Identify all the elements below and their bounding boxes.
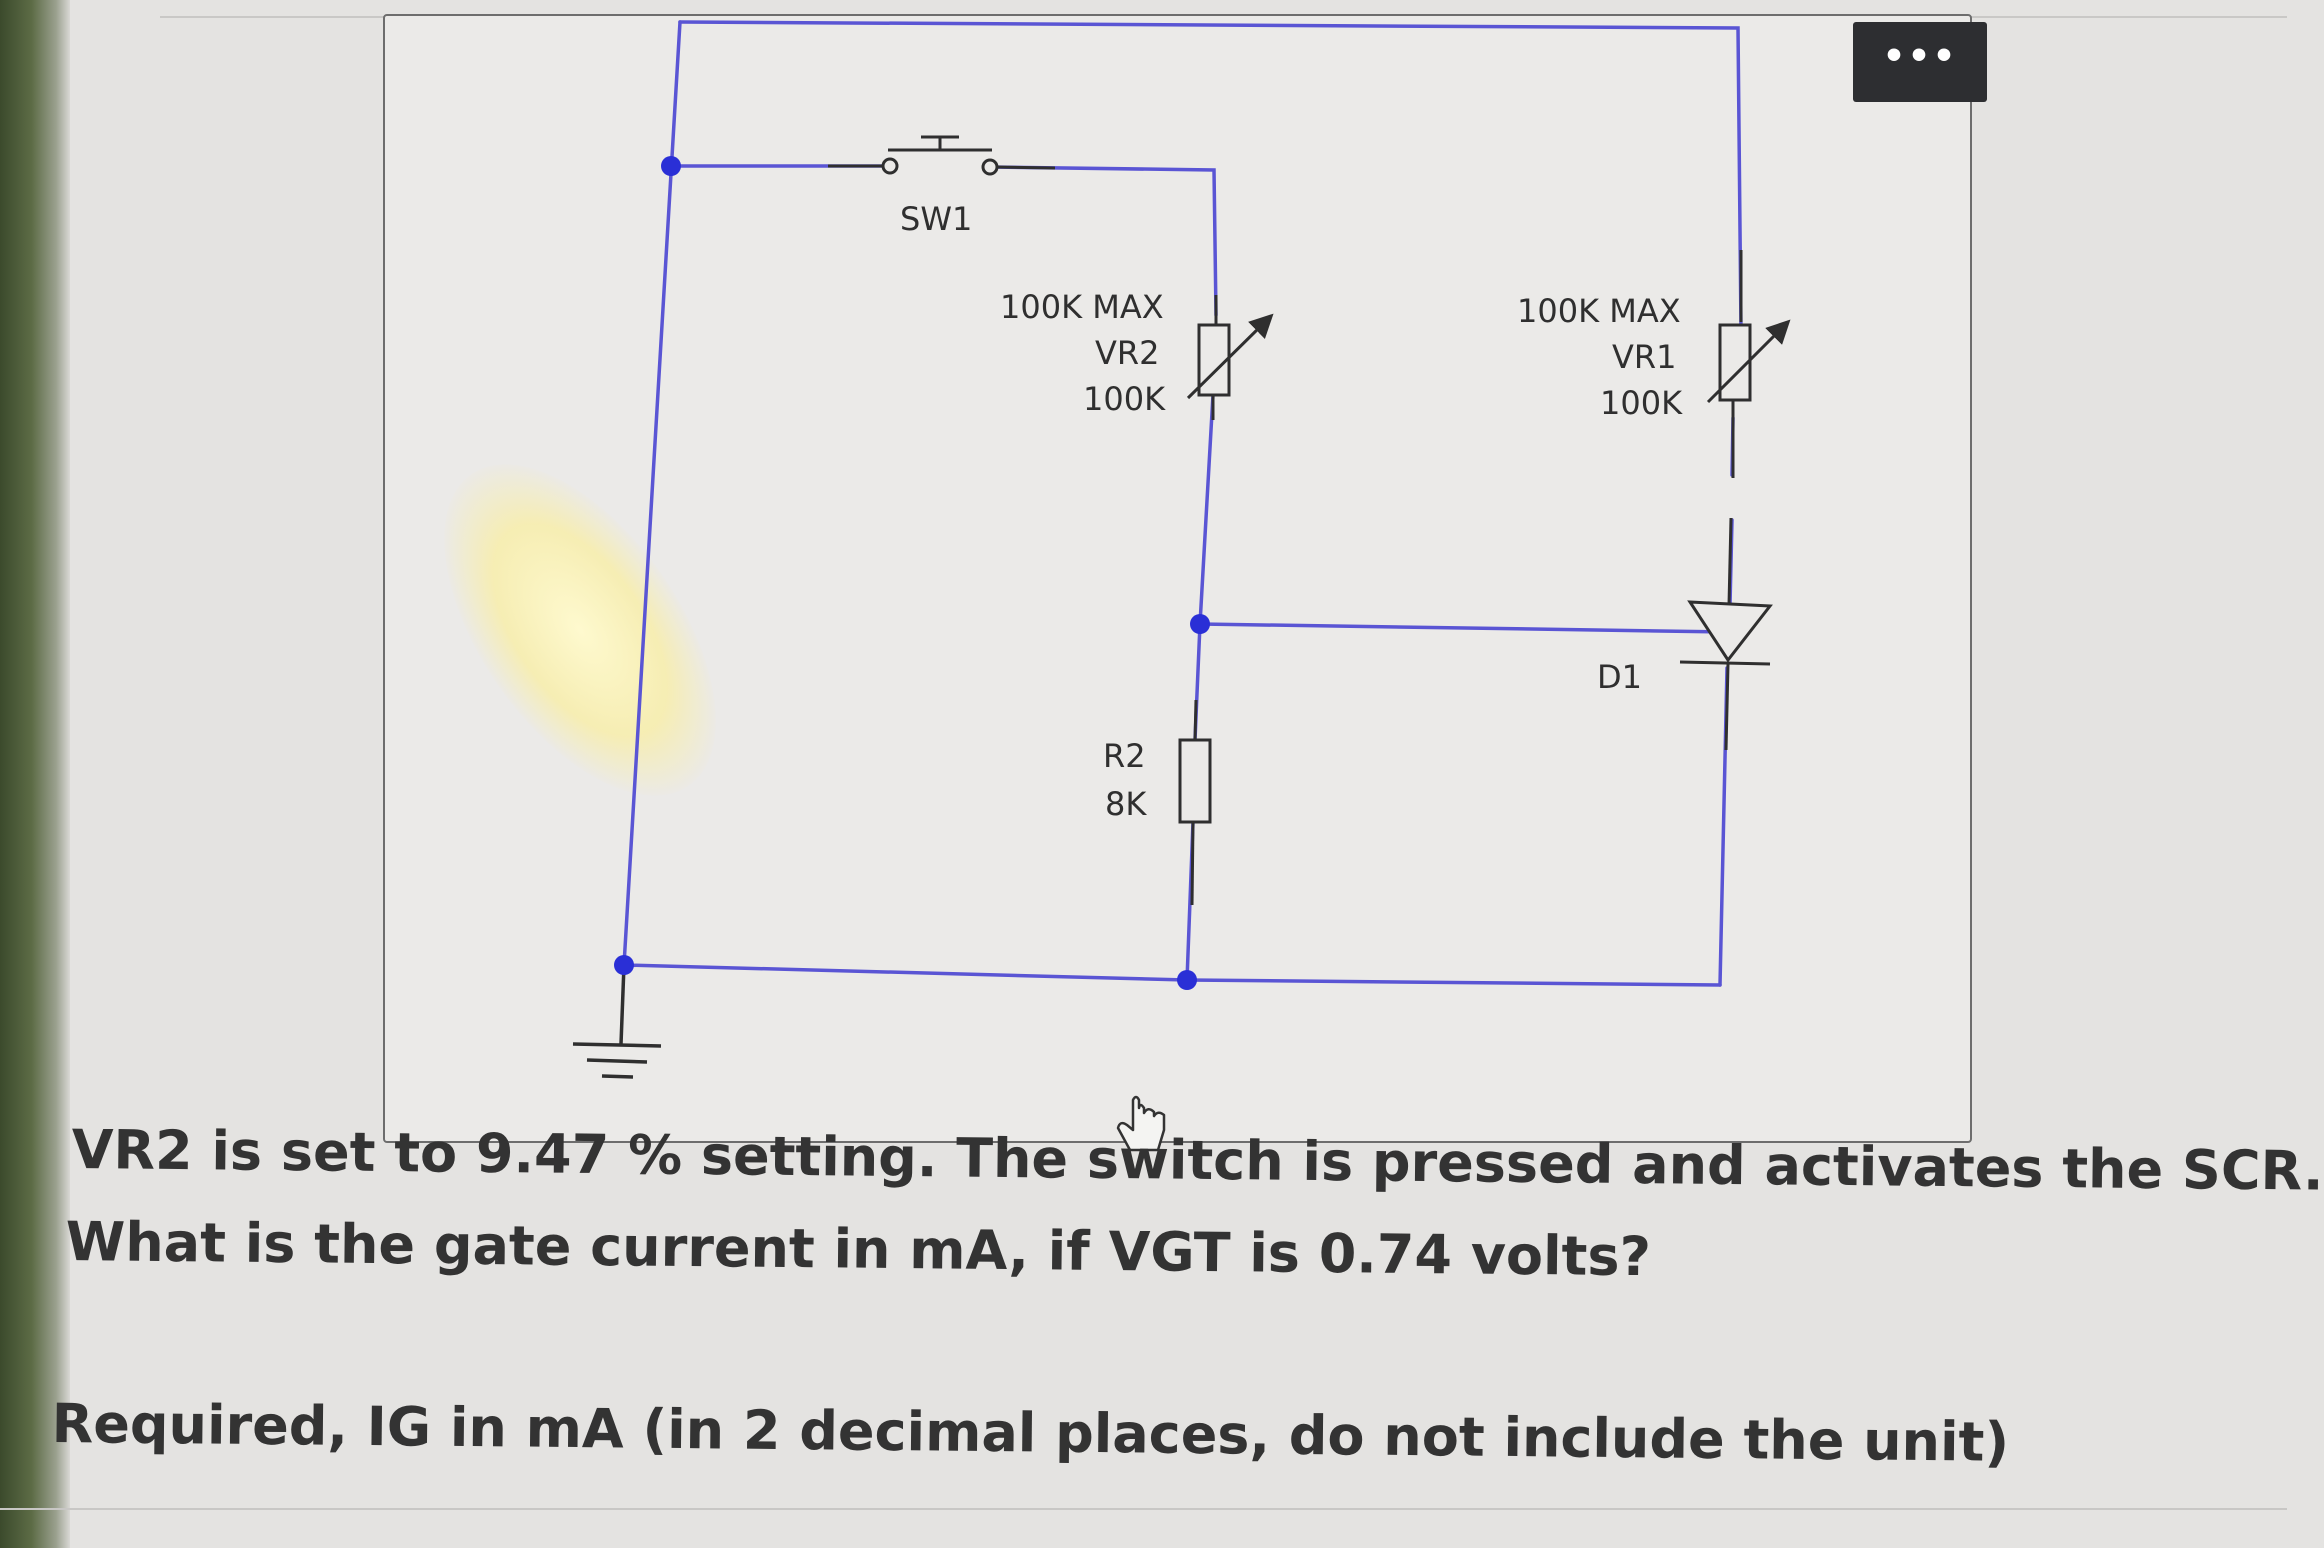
vr2-value-label: 100K — [1083, 380, 1166, 418]
resistor-r2 — [1178, 699, 1212, 906]
vr2-name-label: VR2 — [1095, 334, 1159, 372]
wire-top-rail — [678, 20, 1743, 332]
node-switch-left — [661, 156, 681, 176]
wire-switch-right — [988, 165, 1218, 317]
r2-value-label: 8K — [1105, 785, 1147, 823]
switch-sw1 — [828, 135, 1056, 176]
screen-bezel — [0, 0, 70, 1548]
wire-left-rail — [622, 20, 682, 967]
vr1-value-label: 100K — [1600, 384, 1683, 422]
r2-name-label: R2 — [1103, 737, 1146, 775]
node-ground — [614, 955, 634, 975]
potentiometer-vr2 — [1186, 295, 1274, 420]
vr1-name-label: VR1 — [1612, 338, 1676, 376]
hand-pointer-icon — [1116, 1095, 1166, 1152]
wire-gate — [1198, 622, 1730, 634]
scr-d1 — [1679, 517, 1773, 751]
ground-symbol — [572, 964, 662, 1079]
vr2-max-label: 100K MAX — [1000, 288, 1164, 326]
bottom-divider — [0, 1508, 2287, 1510]
more-options-button[interactable]: ••• — [1853, 22, 1987, 102]
d1-label: D1 — [1597, 658, 1642, 696]
node-bottom-junction — [1177, 970, 1197, 990]
vr1-max-label: 100K MAX — [1517, 292, 1681, 330]
wire-bottom-rail — [622, 963, 1722, 987]
potentiometer-vr1 — [1706, 250, 1791, 478]
sw1-label: SW1 — [900, 200, 972, 238]
node-gate-junction — [1190, 614, 1210, 634]
wire-vr2-down — [1198, 393, 1215, 626]
